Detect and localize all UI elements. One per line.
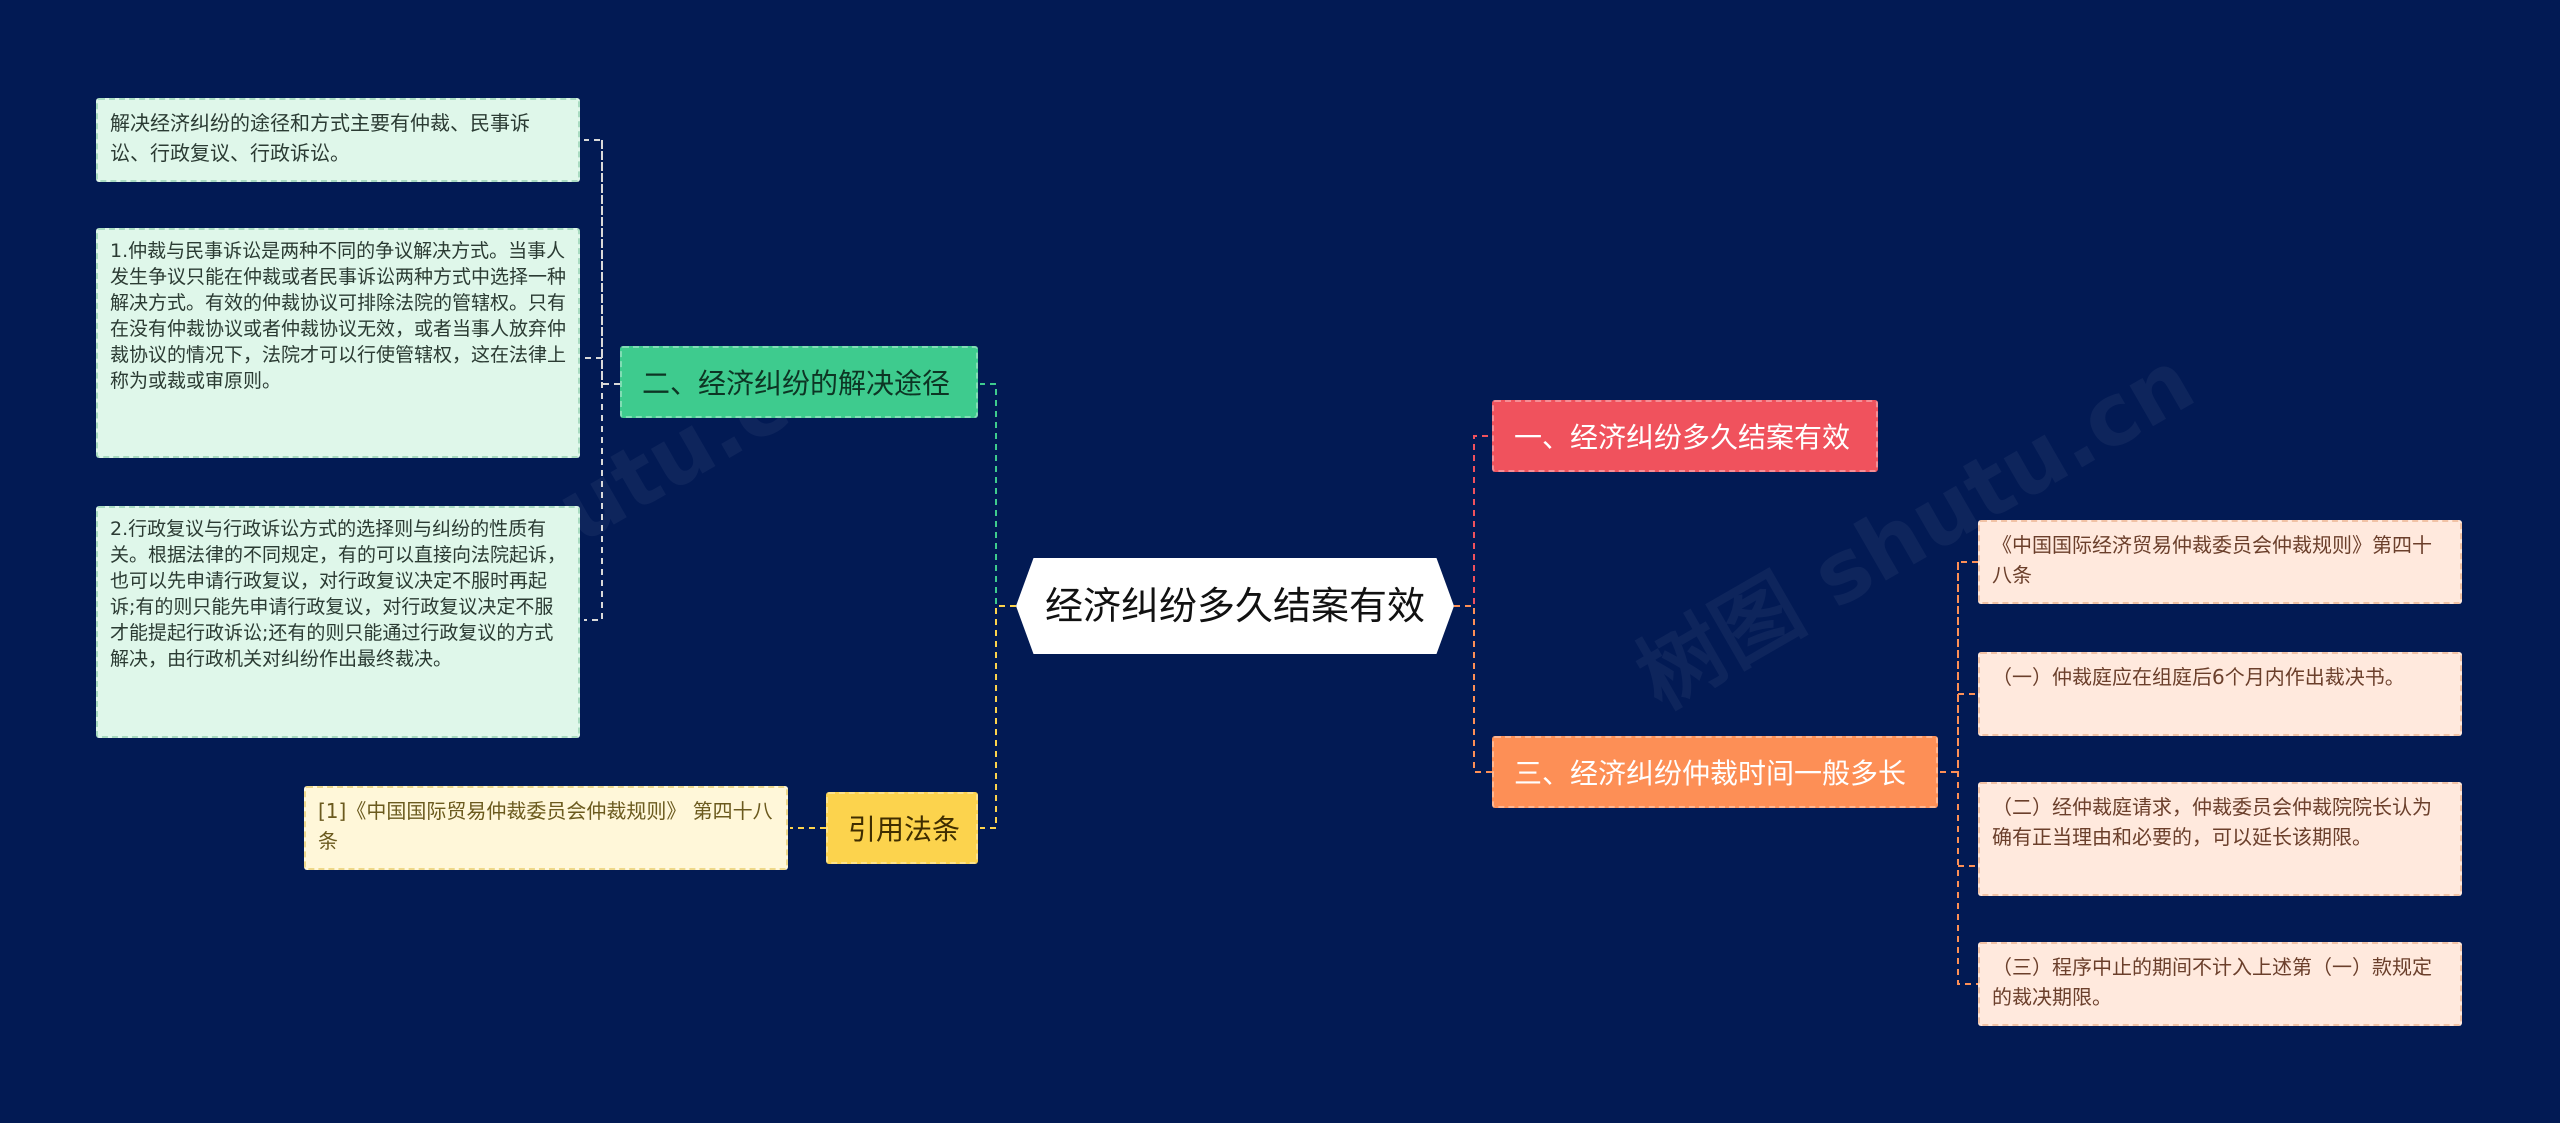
leaf-text: 《中国国际经济贸易仲裁委员会仲裁规则》第四十八条: [1992, 533, 2432, 587]
leaf-text: （二）经仲裁庭请求，仲裁委员会仲裁院院长认为确有正当理由和必要的，可以延长该期限…: [1992, 795, 2432, 849]
branch-resolution-methods[interactable]: 二、经济纠纷的解决途径: [620, 346, 978, 418]
leaf-time-3[interactable]: （二）经仲裁庭请求，仲裁委员会仲裁院院长认为确有正当理由和必要的，可以延长该期限…: [1978, 782, 2462, 896]
leaf-method-1[interactable]: 解决经济纠纷的途径和方式主要有仲裁、民事诉讼、行政复议、行政诉讼。: [96, 98, 580, 182]
center-topic[interactable]: 经济纠纷多久结案有效: [1016, 558, 1454, 654]
branch-label: 引用法条: [848, 813, 961, 846]
branch-arbitration-time[interactable]: 三、经济纠纷仲裁时间一般多长: [1492, 736, 1938, 808]
connector-time-leaves: [1940, 561, 1978, 985]
leaf-law-1[interactable]: [1]《中国国际贸易仲裁委员会仲裁规则》 第四十八条: [304, 786, 788, 870]
leaf-method-2[interactable]: 1.仲裁与民事诉讼是两种不同的争议解决方式。当事人发生争议只能在仲裁或者民事诉讼…: [96, 228, 580, 458]
leaf-text: （三）程序中止的期间不计入上述第（一）款规定的裁决期限。: [1992, 955, 2432, 1009]
leaf-text: （一）仲裁庭应在组庭后6个月内作出裁决书。: [1992, 665, 2405, 689]
center-topic-label: 经济纠纷多久结案有效: [1044, 584, 1425, 628]
connector-method-leaves: [584, 139, 620, 621]
leaf-text: [1]《中国国际贸易仲裁委员会仲裁规则》 第四十八条: [318, 799, 773, 853]
branch-case-validity[interactable]: 一、经济纠纷多久结案有效: [1492, 400, 1878, 472]
leaf-text: 1.仲裁与民事诉讼是两种不同的争议解决方式。当事人发生争议只能在仲裁或者民事诉讼…: [110, 240, 567, 392]
branch-label: 二、经济纠纷的解决途径: [642, 367, 951, 400]
leaf-time-4[interactable]: （三）程序中止的期间不计入上述第（一）款规定的裁决期限。: [1978, 942, 2462, 1026]
branch-label: 一、经济纠纷多久结案有效: [1514, 421, 1851, 454]
connector-center-left: [980, 383, 1016, 607]
leaf-text: 2.行政复议与行政诉讼方式的选择则与纠纷的性质有关。根据法律的不同规定，有的可以…: [110, 518, 567, 670]
branch-cited-law[interactable]: 引用法条: [826, 792, 978, 864]
branch-label: 三、经济纠纷仲裁时间一般多长: [1514, 757, 1907, 790]
leaf-text: 解决经济纠纷的途径和方式主要有仲裁、民事诉讼、行政复议、行政诉讼。: [110, 111, 530, 165]
connector-center-valid: [1454, 435, 1492, 607]
connector-center-law: [980, 605, 1016, 829]
leaf-time-2[interactable]: （一）仲裁庭应在组庭后6个月内作出裁决书。: [1978, 652, 2462, 736]
leaf-method-3[interactable]: 2.行政复议与行政诉讼方式的选择则与纠纷的性质有关。根据法律的不同规定，有的可以…: [96, 506, 580, 738]
leaf-time-1[interactable]: 《中国国际经济贸易仲裁委员会仲裁规则》第四十八条: [1978, 520, 2462, 604]
connector-center-time: [1454, 605, 1492, 773]
